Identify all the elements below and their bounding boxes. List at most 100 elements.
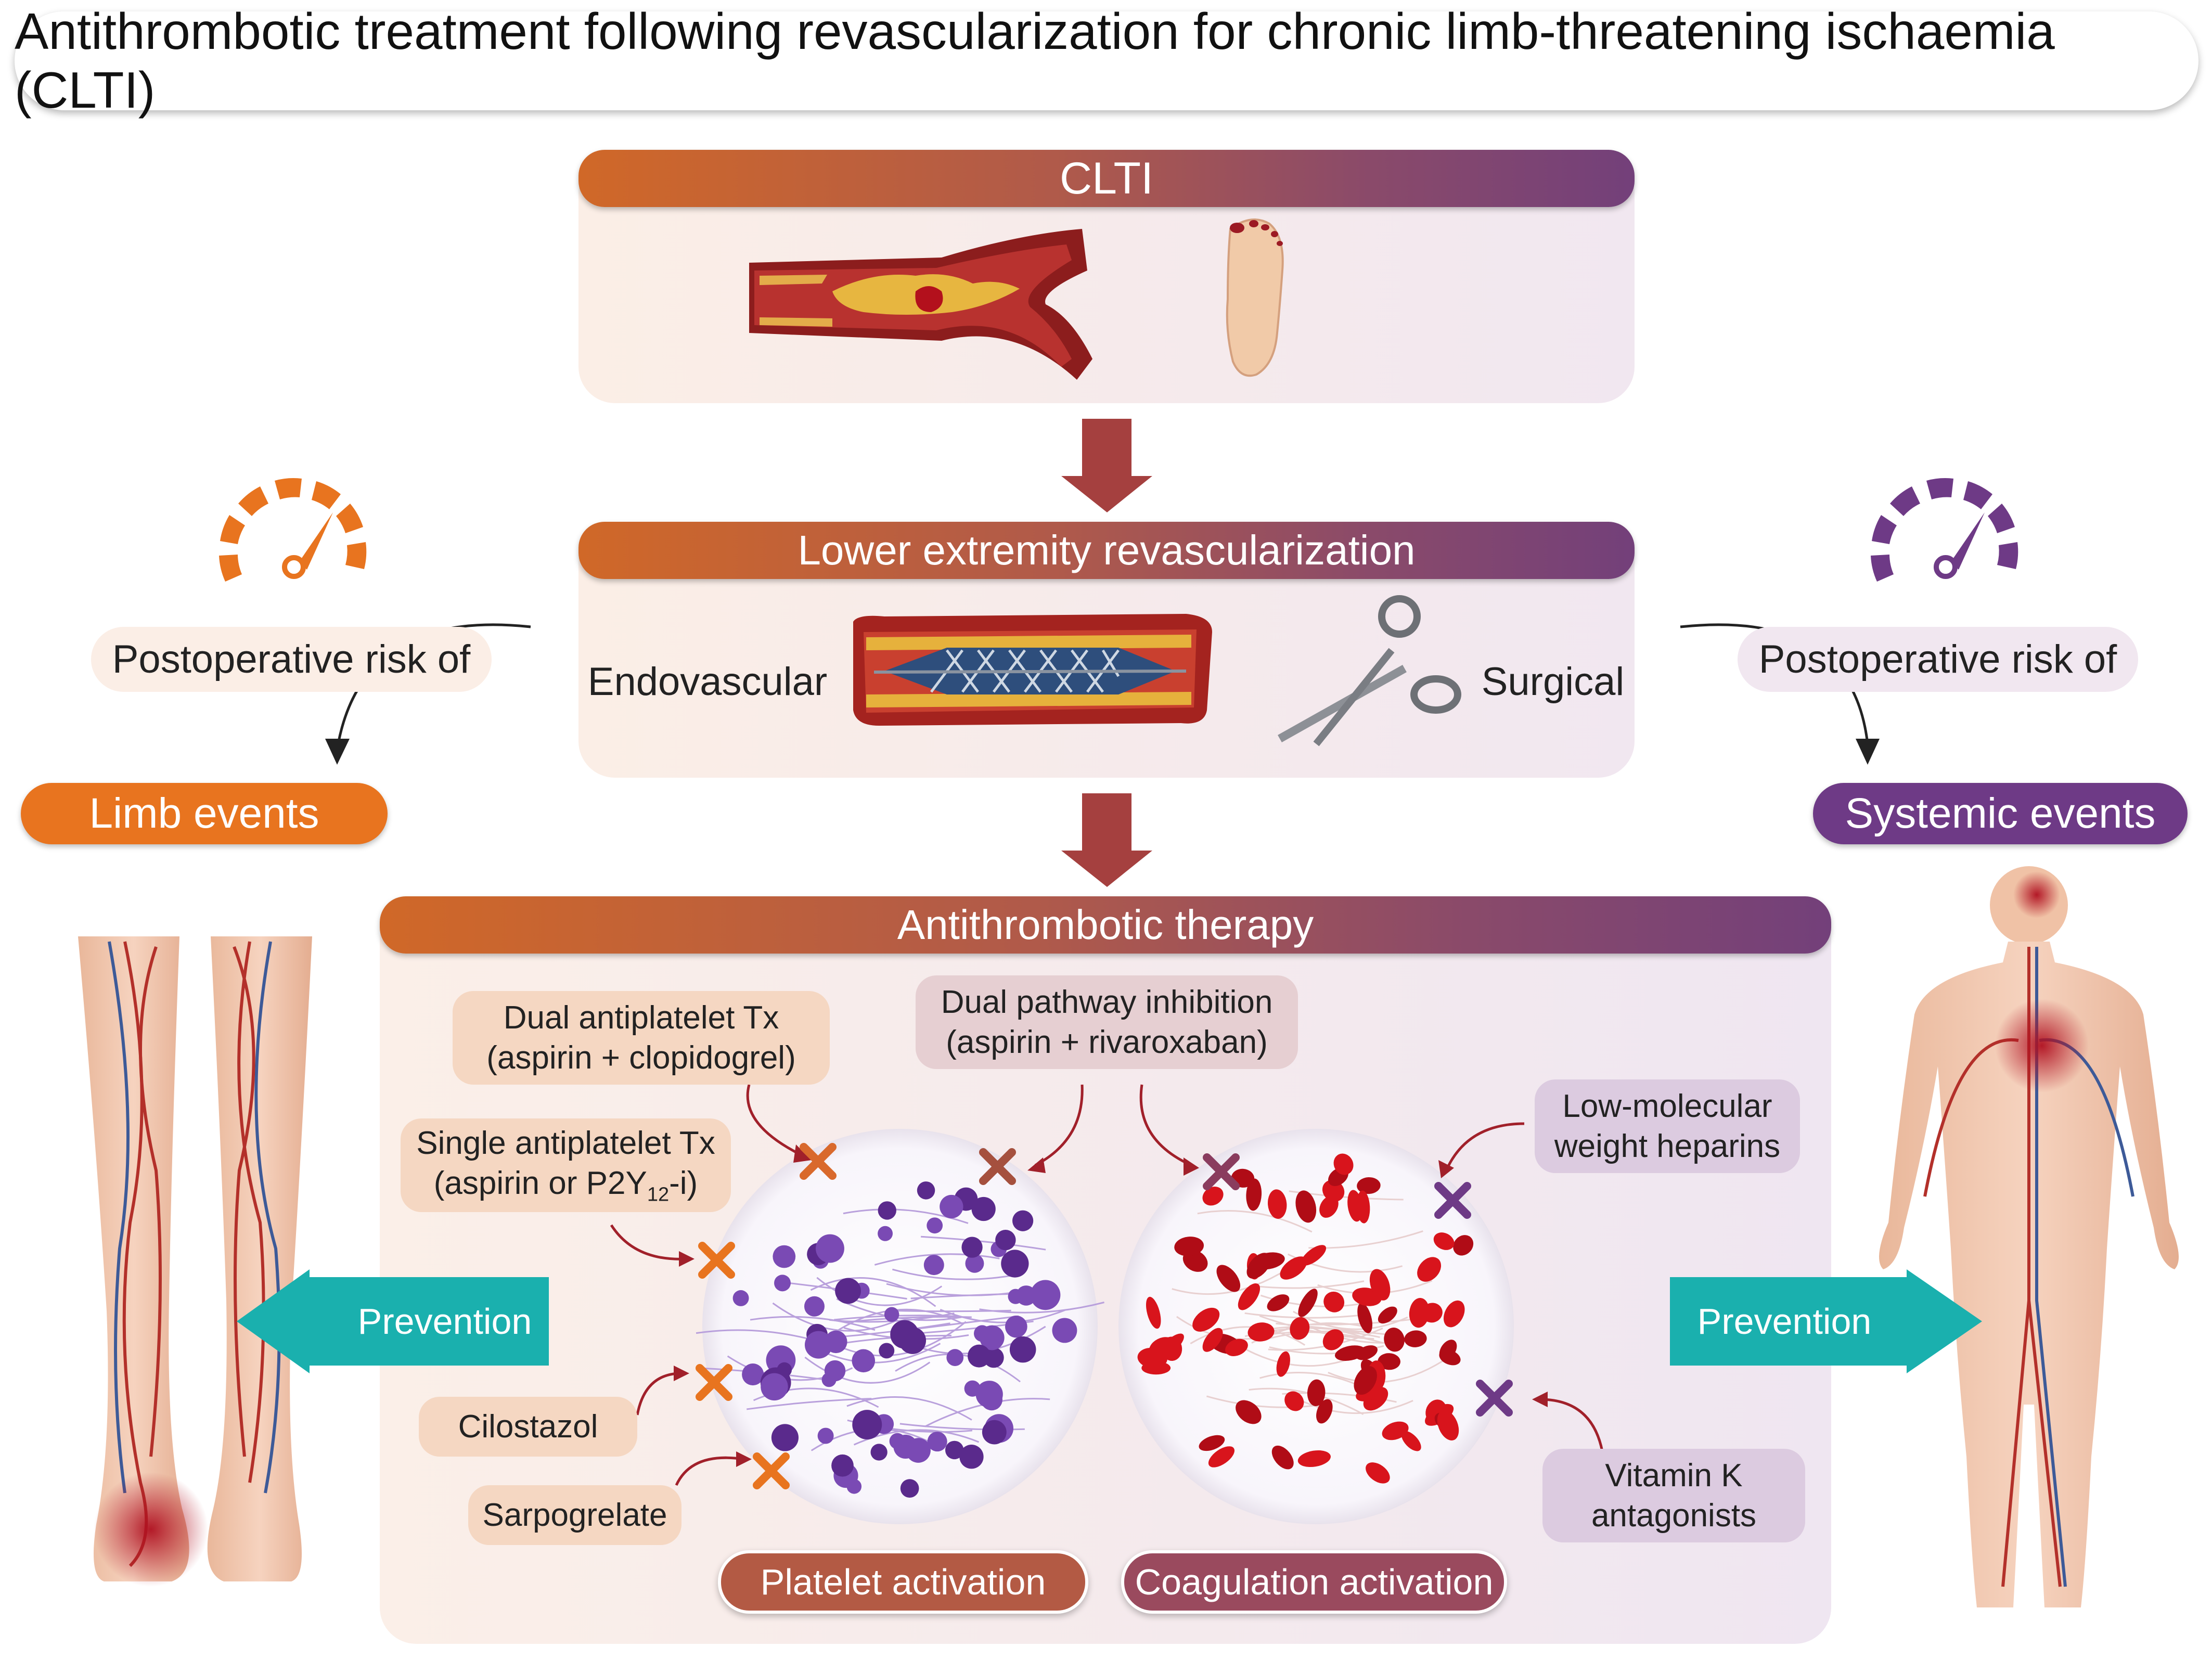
block-x-icon xyxy=(800,1143,837,1180)
red-blood-cell xyxy=(1369,1269,1391,1301)
red-blood-cell xyxy=(1225,1339,1248,1356)
legs-illustration xyxy=(78,936,312,1587)
block-x-icon xyxy=(1434,1182,1471,1219)
prevention-arrow-left-head xyxy=(237,1269,310,1373)
platelet-cell xyxy=(884,1307,899,1322)
block-x-icon xyxy=(979,1148,1016,1185)
arrow-head-icon xyxy=(1184,1157,1199,1176)
dpi-line1: Dual pathway inhibition xyxy=(941,984,1273,1020)
vitamin-k-antagonists-box: Vitamin K antagonists xyxy=(1542,1449,1805,1542)
platelet-cell xyxy=(870,1444,888,1461)
endovascular-label: Endovascular xyxy=(587,659,828,704)
platelet-cell xyxy=(923,1255,944,1276)
red-blood-cell xyxy=(1238,1283,1261,1310)
foot-icon xyxy=(1226,218,1284,377)
red-blood-cell xyxy=(1322,1329,1344,1350)
fibrin-strand xyxy=(1172,1269,1287,1295)
scissors-icon xyxy=(1278,595,1461,747)
red-blood-cell xyxy=(1316,1399,1333,1424)
platelet-cell xyxy=(995,1229,1016,1251)
red-blood-cell xyxy=(1199,1435,1225,1451)
red-blood-cell xyxy=(1301,1245,1327,1266)
platelet-cell xyxy=(973,1325,991,1342)
platelet-cell xyxy=(831,1454,854,1477)
connector-sarpogrelate xyxy=(675,1456,744,1486)
vka-line2: antagonists xyxy=(1591,1498,1757,1534)
dual-pathway-inhibition-box: Dual pathway inhibition(aspirin + rivaro… xyxy=(916,975,1298,1069)
platelet-cell xyxy=(1005,1315,1027,1338)
red-blood-cell xyxy=(1267,1294,1290,1311)
platelet-cell xyxy=(1001,1250,1029,1278)
platelet-cell xyxy=(815,1234,844,1263)
platelet-cell xyxy=(732,1290,749,1306)
revascularization-bar: Lower extremity revascularization xyxy=(578,522,1635,579)
dual-antiplatelet-box: Dual antiplatelet Tx(aspirin + clopidogr… xyxy=(453,991,830,1085)
red-blood-cell xyxy=(1433,1232,1455,1250)
arrow-head-icon xyxy=(679,1251,695,1267)
lmwh-line1: Low-molecular xyxy=(1562,1088,1772,1124)
fibrin-strand xyxy=(1233,1342,1349,1367)
platelet-cell xyxy=(968,1344,991,1368)
cilostazol-box: Cilostazol xyxy=(419,1397,637,1457)
sarpogrelate-box: Sarpogrelate xyxy=(468,1485,681,1545)
fibrin-strand xyxy=(1328,1360,1443,1383)
fibrin-strand xyxy=(846,1396,972,1421)
fibrin-strand xyxy=(843,1208,969,1224)
red-blood-cell xyxy=(1192,1307,1220,1332)
red-blood-cell xyxy=(1295,1190,1317,1223)
platelet-cell xyxy=(982,1420,1007,1445)
fibrin-strand xyxy=(750,1316,876,1331)
vka-line1: Vitamin K xyxy=(1605,1457,1743,1494)
platelet-cell xyxy=(846,1479,862,1494)
connector-vka xyxy=(1539,1398,1604,1452)
red-blood-cell xyxy=(1382,1421,1409,1440)
red-blood-cell xyxy=(1307,1379,1326,1407)
platelet-cell xyxy=(773,1245,796,1268)
platelet-cell xyxy=(852,1349,876,1373)
page-title: Antithrombotic treatment following revas… xyxy=(15,3,2198,119)
fibrin-strand xyxy=(815,1343,941,1363)
fibrin-strand xyxy=(1197,1209,1313,1233)
risk-label-left: Postoperative risk of xyxy=(91,627,492,692)
red-blood-cell xyxy=(1141,1361,1171,1375)
prevention-label-right: Prevention xyxy=(1697,1301,1872,1342)
fibrin-strand xyxy=(747,1398,872,1410)
fibrin-strand xyxy=(810,1277,936,1307)
red-blood-cell xyxy=(1252,1252,1285,1270)
red-blood-cell xyxy=(1202,1328,1223,1352)
platelet-cell xyxy=(879,1343,895,1359)
ulcer-glow xyxy=(94,1472,208,1587)
platelet-cell xyxy=(777,1362,792,1378)
clti-bar: CLTI xyxy=(578,150,1635,207)
red-blood-cell xyxy=(1174,1237,1204,1256)
connector-lmwh xyxy=(1445,1122,1525,1172)
platelet-cell xyxy=(900,1479,919,1498)
connector-dapt xyxy=(746,1084,802,1156)
red-blood-cell xyxy=(1347,1190,1363,1222)
red-blood-cell xyxy=(1146,1296,1161,1329)
red-blood-cell xyxy=(1378,1353,1400,1370)
red-blood-cell xyxy=(1357,1303,1373,1333)
limb-events-badge: Limb events xyxy=(21,783,388,844)
antithrombotic-therapy-bar: Antithrombotic therapy xyxy=(380,896,1831,954)
red-blood-cell xyxy=(1322,1180,1345,1202)
red-blood-cell xyxy=(1208,1446,1235,1468)
platelet-cell xyxy=(817,1427,834,1444)
platelet-cell xyxy=(835,1278,861,1304)
red-blood-cell xyxy=(1297,1450,1331,1468)
red-blood-cell xyxy=(1409,1298,1430,1328)
block-x-icon xyxy=(1203,1153,1240,1190)
connector-sapt xyxy=(610,1224,687,1260)
coagulation-activation-badge: Coagulation activation xyxy=(1121,1550,1507,1614)
fibrin-strand xyxy=(696,1329,821,1343)
fibrin-strand xyxy=(921,1236,1046,1251)
human-body-illustration xyxy=(1879,866,2179,1607)
fibrin-strand xyxy=(804,1356,931,1384)
red-blood-cell xyxy=(1276,1351,1290,1377)
sapt-line1: Single antiplatelet Tx xyxy=(416,1125,715,1161)
platelet-activation-badge: Platelet activation xyxy=(718,1550,1088,1614)
platelet-cell xyxy=(878,1226,893,1241)
red-blood-cell xyxy=(1236,1400,1262,1424)
platelet-cell xyxy=(1030,1280,1061,1310)
